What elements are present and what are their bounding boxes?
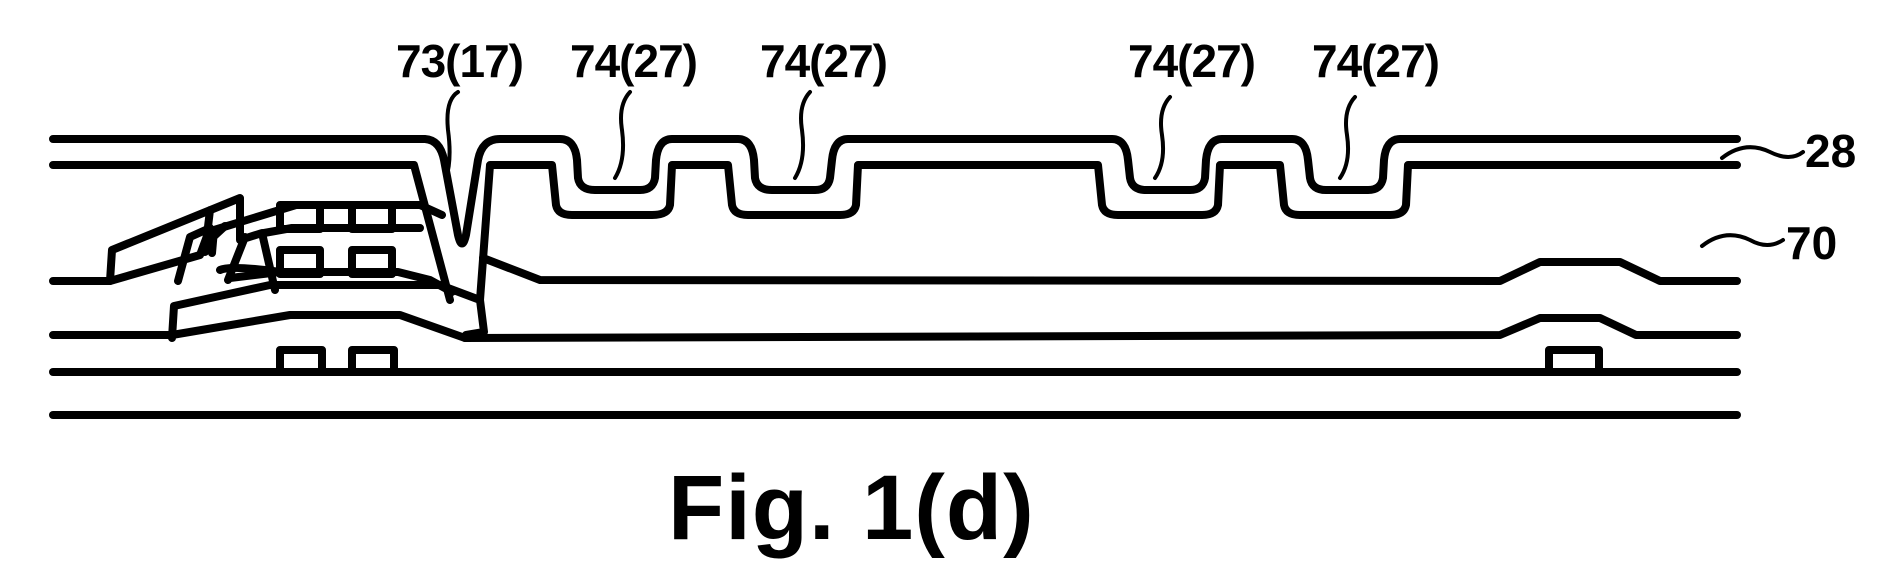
bottom-electrode bbox=[276, 346, 326, 376]
leader-70 bbox=[1700, 233, 1785, 248]
electrode-block bbox=[276, 201, 324, 233]
bottom-electrode bbox=[1545, 346, 1603, 376]
leader-28 bbox=[1720, 145, 1805, 160]
layer-line-3 bbox=[49, 314, 1741, 342]
electrode-block bbox=[348, 201, 396, 233]
leader-74-2 bbox=[793, 90, 812, 180]
leader-74-4 bbox=[1338, 95, 1357, 180]
label-70: 70 bbox=[1786, 217, 1838, 269]
lower-plate bbox=[168, 281, 488, 342]
layer-28-top-line bbox=[49, 135, 1741, 248]
label-73-17: 73(17) bbox=[396, 35, 524, 87]
label-74-27: 74(27) bbox=[1312, 35, 1440, 87]
leader-73 bbox=[444, 90, 460, 180]
leader-74-3 bbox=[1153, 95, 1172, 180]
label-28: 28 bbox=[1805, 125, 1857, 177]
label-74-27: 74(27) bbox=[570, 35, 698, 87]
layer-28-bottom-line bbox=[49, 161, 1741, 304]
leader-74-1 bbox=[613, 90, 632, 180]
bottom-electrode bbox=[348, 346, 398, 376]
figure-caption: Fig. 1(d) bbox=[668, 457, 1035, 559]
label-74-27: 74(27) bbox=[1128, 35, 1256, 87]
label-74-27: 74(27) bbox=[760, 35, 888, 87]
